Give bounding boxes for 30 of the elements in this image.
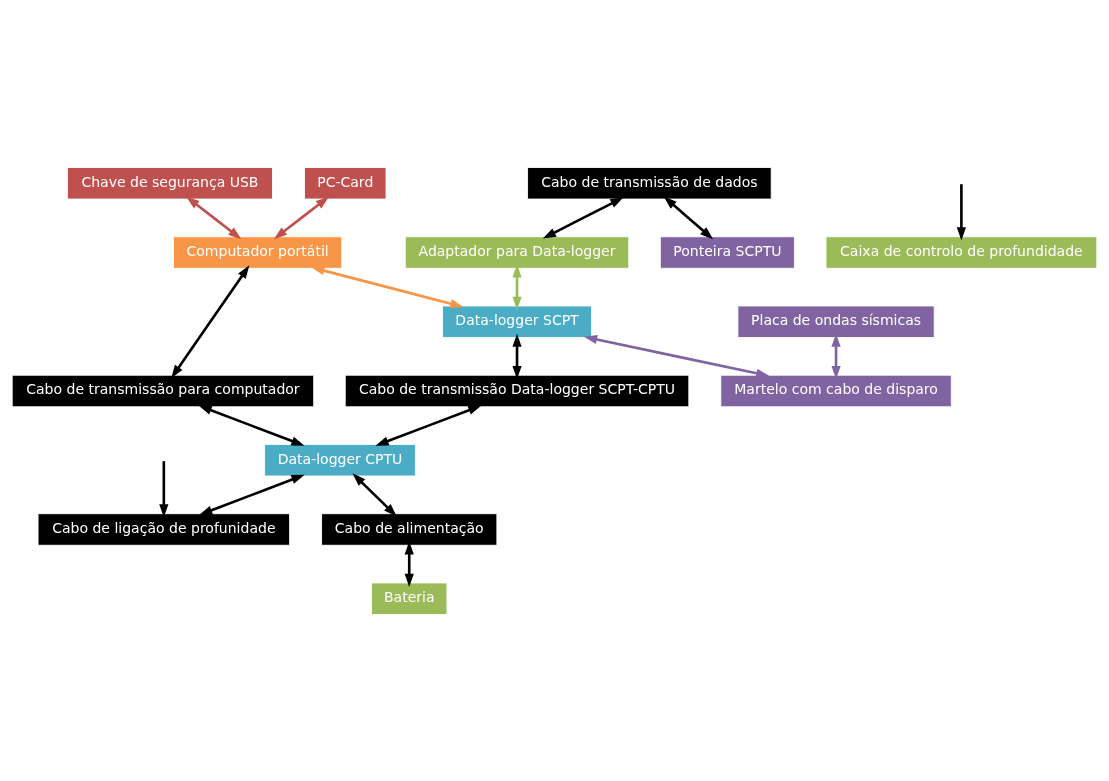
node-box: Data-logger CPTU bbox=[264, 443, 416, 476]
node-box: Ponteira SCPTU bbox=[659, 235, 795, 269]
node-box: Cabo de transmissão Data-logger SCPT-CPTU bbox=[344, 374, 690, 407]
arrow bbox=[186, 196, 242, 239]
arrow bbox=[311, 265, 464, 308]
node-box: PC-Card bbox=[304, 166, 387, 199]
node-box: Martelo com cabo de disparo bbox=[720, 374, 952, 407]
node-box: Cabo de transmissão de dados bbox=[527, 166, 772, 199]
arrow bbox=[375, 404, 482, 446]
node-box: Cabo de ligação de profunidade bbox=[37, 512, 291, 546]
arrow bbox=[663, 196, 714, 239]
node-box: Cabo de alimentação bbox=[321, 512, 498, 546]
arrow bbox=[198, 404, 305, 446]
arrow bbox=[171, 264, 250, 378]
node-box: Cabo de transmissão para computador bbox=[11, 374, 315, 407]
arrow bbox=[956, 183, 966, 240]
node-box: Placa de ondas sísmicas bbox=[737, 305, 935, 338]
node-box: Caixa de controlo de profundidade bbox=[825, 235, 1098, 269]
node-box: Bateria bbox=[371, 582, 448, 615]
arrow bbox=[199, 474, 305, 515]
arrow bbox=[512, 333, 522, 379]
arrow bbox=[273, 196, 329, 239]
arrow bbox=[352, 472, 397, 516]
arrow bbox=[542, 196, 624, 238]
arrow bbox=[159, 460, 169, 517]
arrow bbox=[583, 334, 770, 378]
node-box: Chave de segurança USB bbox=[66, 166, 273, 199]
node-box: Computador portátil bbox=[173, 235, 343, 269]
node-box: Data-logger SCPT bbox=[442, 305, 592, 338]
node-box: Adaptador para Data-logger bbox=[404, 235, 630, 269]
